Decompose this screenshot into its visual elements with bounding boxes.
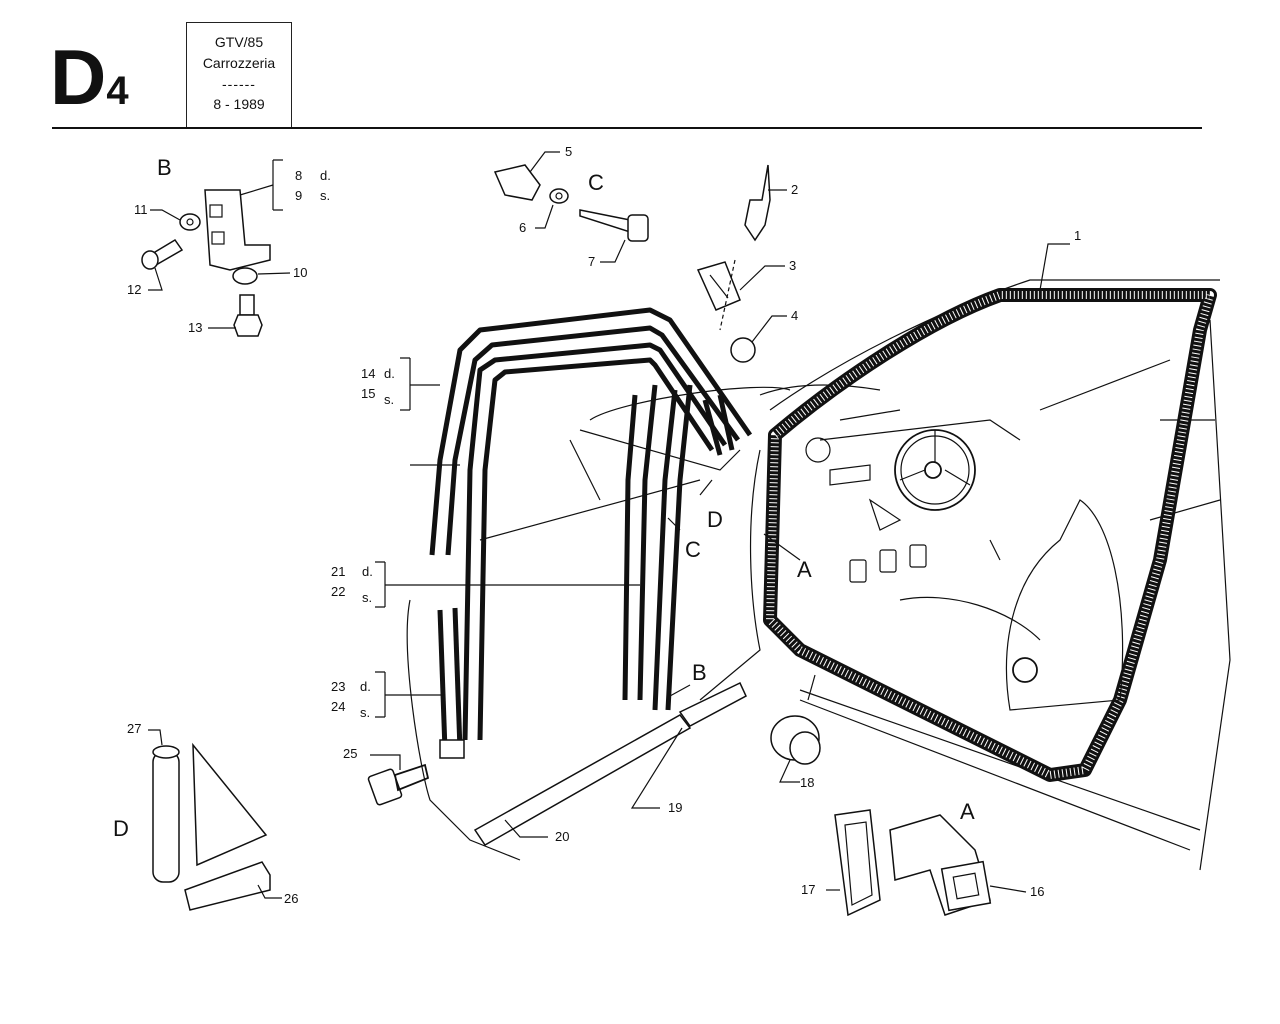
door-opening-seal	[763, 288, 1217, 782]
callout-12: 12	[127, 282, 141, 297]
callout-5: 5	[565, 144, 572, 159]
callout-8: 8	[295, 168, 302, 183]
car-body-outline	[759, 279, 1231, 871]
side-label-14: d.	[384, 366, 395, 381]
detail-b-parts	[141, 189, 271, 337]
callout-10: 10	[293, 265, 307, 280]
callout-24: 24	[331, 699, 345, 714]
group-label-a-door: A	[797, 557, 812, 582]
side-label-8: d.	[320, 168, 331, 183]
group-label-b-door: B	[692, 660, 707, 685]
callout-26: 26	[284, 891, 298, 906]
parts-2-3-4	[696, 164, 771, 363]
callout-3: 3	[789, 258, 796, 273]
callout-2: 2	[791, 182, 798, 197]
side-label-9: s.	[320, 188, 330, 203]
callout-16: 16	[1030, 884, 1044, 899]
detail-c-parts	[493, 164, 649, 242]
model-label: GTV/85	[214, 34, 264, 50]
callout-6: 6	[519, 220, 526, 235]
detail-d-parts	[152, 742, 271, 911]
page-code-number: 4	[106, 69, 129, 113]
callout-25: 25	[343, 746, 357, 761]
callout-19: 19	[668, 800, 682, 815]
page-code: D4	[50, 38, 129, 116]
callout-15: 15	[361, 386, 375, 401]
callout-22: 22	[331, 584, 345, 599]
callout-9: 9	[295, 188, 302, 203]
callout-17: 17	[801, 882, 815, 897]
callout-11: 11	[134, 202, 148, 217]
car-interior	[805, 359, 1171, 711]
page-code-letter: D	[50, 33, 107, 121]
lower-guide	[367, 607, 465, 806]
group-label-b-detail: B	[157, 155, 172, 180]
callout-4: 4	[791, 308, 798, 323]
group-label-d-door: D	[707, 507, 723, 532]
callout-27: 27	[127, 721, 141, 736]
detail-a-parts	[834, 809, 992, 917]
section-label: Carrozzeria	[202, 55, 276, 71]
group-label-a-detail: A	[960, 799, 975, 824]
header-rule	[52, 127, 1202, 129]
sill-strips	[473, 681, 747, 846]
callout-13: 13	[188, 320, 202, 335]
rubber-bumper-18	[770, 715, 821, 765]
callout-20: 20	[555, 829, 569, 844]
group-label-c-detail: C	[588, 170, 604, 195]
callout-1: 1	[1074, 228, 1081, 243]
callout-14: 14	[361, 366, 375, 381]
side-label-15: s.	[384, 392, 394, 407]
title-box: GTV/85 Carrozzeria ------ 8 - 1989	[186, 22, 292, 128]
side-label-23: d.	[360, 679, 371, 694]
group-label-c-door: C	[685, 537, 701, 562]
title-separator: ------	[222, 76, 256, 92]
callout-21: 21	[331, 564, 345, 579]
callout-7: 7	[588, 254, 595, 269]
callout-23: 23	[331, 679, 345, 694]
date-label: 8 - 1989	[213, 96, 265, 112]
vertical-guide-channels	[622, 384, 735, 711]
leader-lines	[148, 151, 1070, 899]
side-label-22: s.	[362, 590, 372, 605]
callout-18: 18	[800, 775, 814, 790]
side-label-21: d.	[362, 564, 373, 579]
side-label-24: s.	[360, 705, 370, 720]
group-label-d-detail: D	[113, 816, 129, 841]
window-channel-seal	[410, 307, 753, 741]
